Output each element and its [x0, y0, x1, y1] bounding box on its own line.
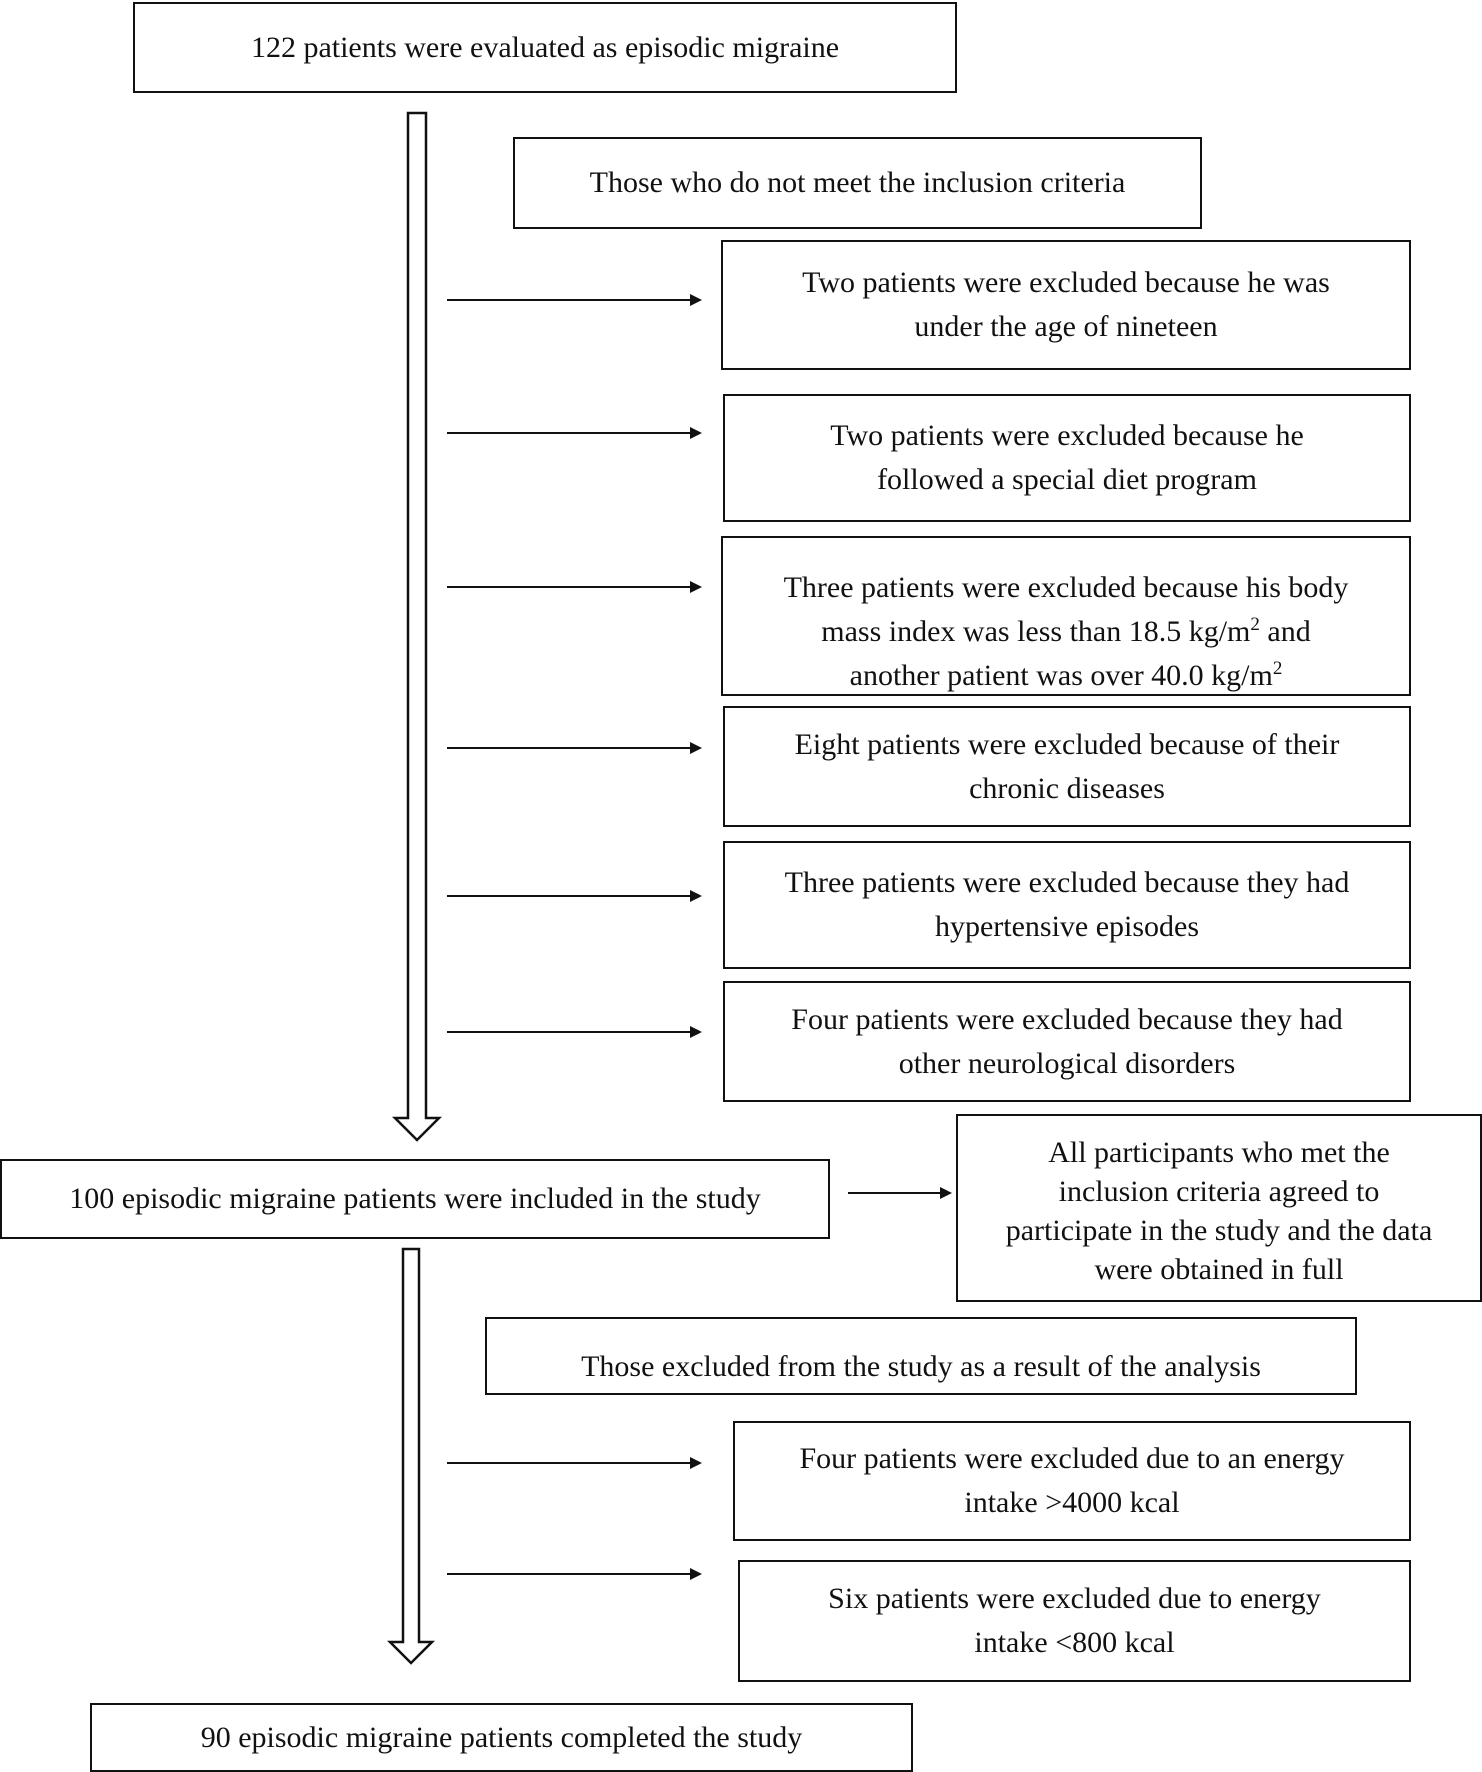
excl-chronic-box: Eight patients were excluded because of …	[723, 706, 1411, 827]
exclusion-header-2: Those excluded from the study as a resul…	[485, 1317, 1357, 1395]
included-text: 100 episodic migraine patients were incl…	[69, 1182, 761, 1215]
excl-neuro-box: Four patients were excluded because they…	[723, 981, 1411, 1102]
start-text: 122 patients were evaluated as episodic …	[250, 30, 840, 64]
main-flow-arrow-1	[391, 111, 443, 1142]
excl-low-energy-box: Six patients were excluded due to energy…	[738, 1560, 1411, 1682]
consent-note-box: All participants who met the inclusion c…	[956, 1114, 1482, 1302]
start-box: 122 patients were evaluated as episodic …	[133, 2, 957, 93]
exclusion-header-2-text: Those excluded from the study as a resul…	[581, 1350, 1261, 1383]
completed-text: 90 episodic migraine patients completed …	[200, 1720, 803, 1754]
included-box: 100 episodic migraine patients were incl…	[0, 1159, 830, 1239]
completed-box: 90 episodic migraine patients completed …	[90, 1703, 913, 1772]
excl-age-box: Two patients were excluded because he wa…	[721, 240, 1411, 370]
excl-diet-box: Two patients were excluded because he fo…	[723, 394, 1411, 522]
exclusion-header-1-text: Those who do not meet the inclusion crit…	[589, 166, 1126, 199]
excl-hypertensive-box: Three patients were excluded because the…	[723, 841, 1411, 969]
main-flow-arrow-2	[386, 1247, 436, 1665]
excl-high-energy-box: Four patients were excluded due to an en…	[733, 1421, 1411, 1541]
exclusion-header-1: Those who do not meet the inclusion crit…	[513, 137, 1202, 229]
excl-bmi-box: Three patients were excluded because his…	[721, 536, 1411, 696]
